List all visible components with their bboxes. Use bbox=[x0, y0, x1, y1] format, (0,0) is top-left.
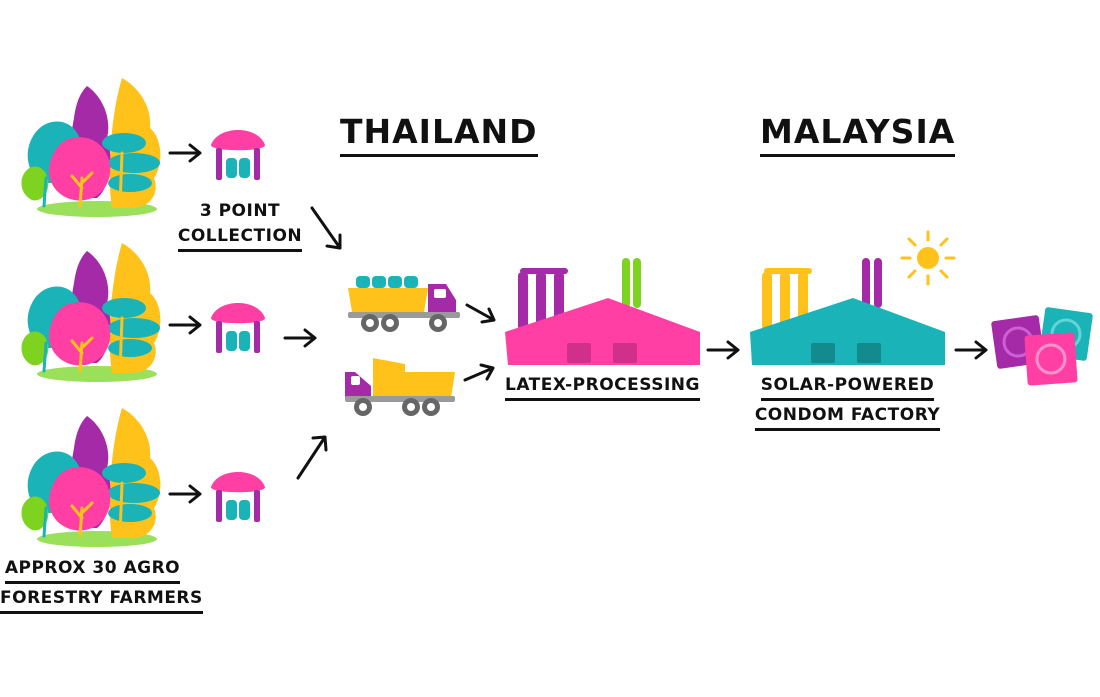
arrow-icon bbox=[168, 484, 202, 504]
collection-label: 3 POINT COLLECTION bbox=[170, 203, 310, 258]
collection-hut-icon bbox=[210, 303, 266, 353]
tree-cluster-icon bbox=[19, 241, 162, 384]
farmers-label-line2: FORESTRY FARMERS bbox=[0, 590, 203, 614]
farmers-label-line1: APPROX 30 AGRO bbox=[4, 560, 181, 584]
thailand-heading: THAILAND bbox=[340, 115, 538, 163]
dump-truck-icon bbox=[345, 358, 455, 416]
condom-packs-icon bbox=[991, 307, 1093, 386]
condom-factory-label: SOLAR-POWERED CONDOM FACTORY bbox=[745, 377, 950, 437]
sun-icon bbox=[900, 230, 956, 286]
tree-cluster-icon bbox=[19, 406, 162, 549]
arrow-icon bbox=[296, 435, 328, 480]
farmers-label: APPROX 30 AGRO FORESTRY FARMERS bbox=[0, 560, 203, 620]
arrow-icon bbox=[283, 328, 317, 348]
arrow-icon bbox=[168, 143, 202, 163]
latex-processing-label: LATEX-PROCESSING bbox=[500, 377, 705, 407]
collection-hut-icon bbox=[210, 130, 266, 180]
collection-label-line1: 3 POINT bbox=[199, 201, 281, 221]
tree-cluster-icon bbox=[19, 76, 162, 219]
tanker-truck-icon bbox=[348, 276, 460, 332]
condom-factory-label-line2: CONDOM FACTORY bbox=[754, 407, 941, 431]
condom-factory-label-line1: SOLAR-POWERED bbox=[760, 377, 935, 401]
arrow-icon bbox=[310, 206, 342, 250]
collection-hut-icon bbox=[210, 472, 266, 522]
collection-label-line2: COLLECTION bbox=[177, 228, 303, 252]
arrow-icon bbox=[168, 315, 202, 335]
factory-icon bbox=[750, 258, 945, 365]
arrow-icon bbox=[465, 303, 496, 324]
arrow-icon bbox=[954, 340, 988, 360]
malaysia-heading: MALAYSIA bbox=[760, 115, 956, 163]
factory-icon bbox=[505, 258, 700, 365]
arrow-icon bbox=[463, 363, 495, 382]
arrow-icon bbox=[706, 340, 740, 360]
